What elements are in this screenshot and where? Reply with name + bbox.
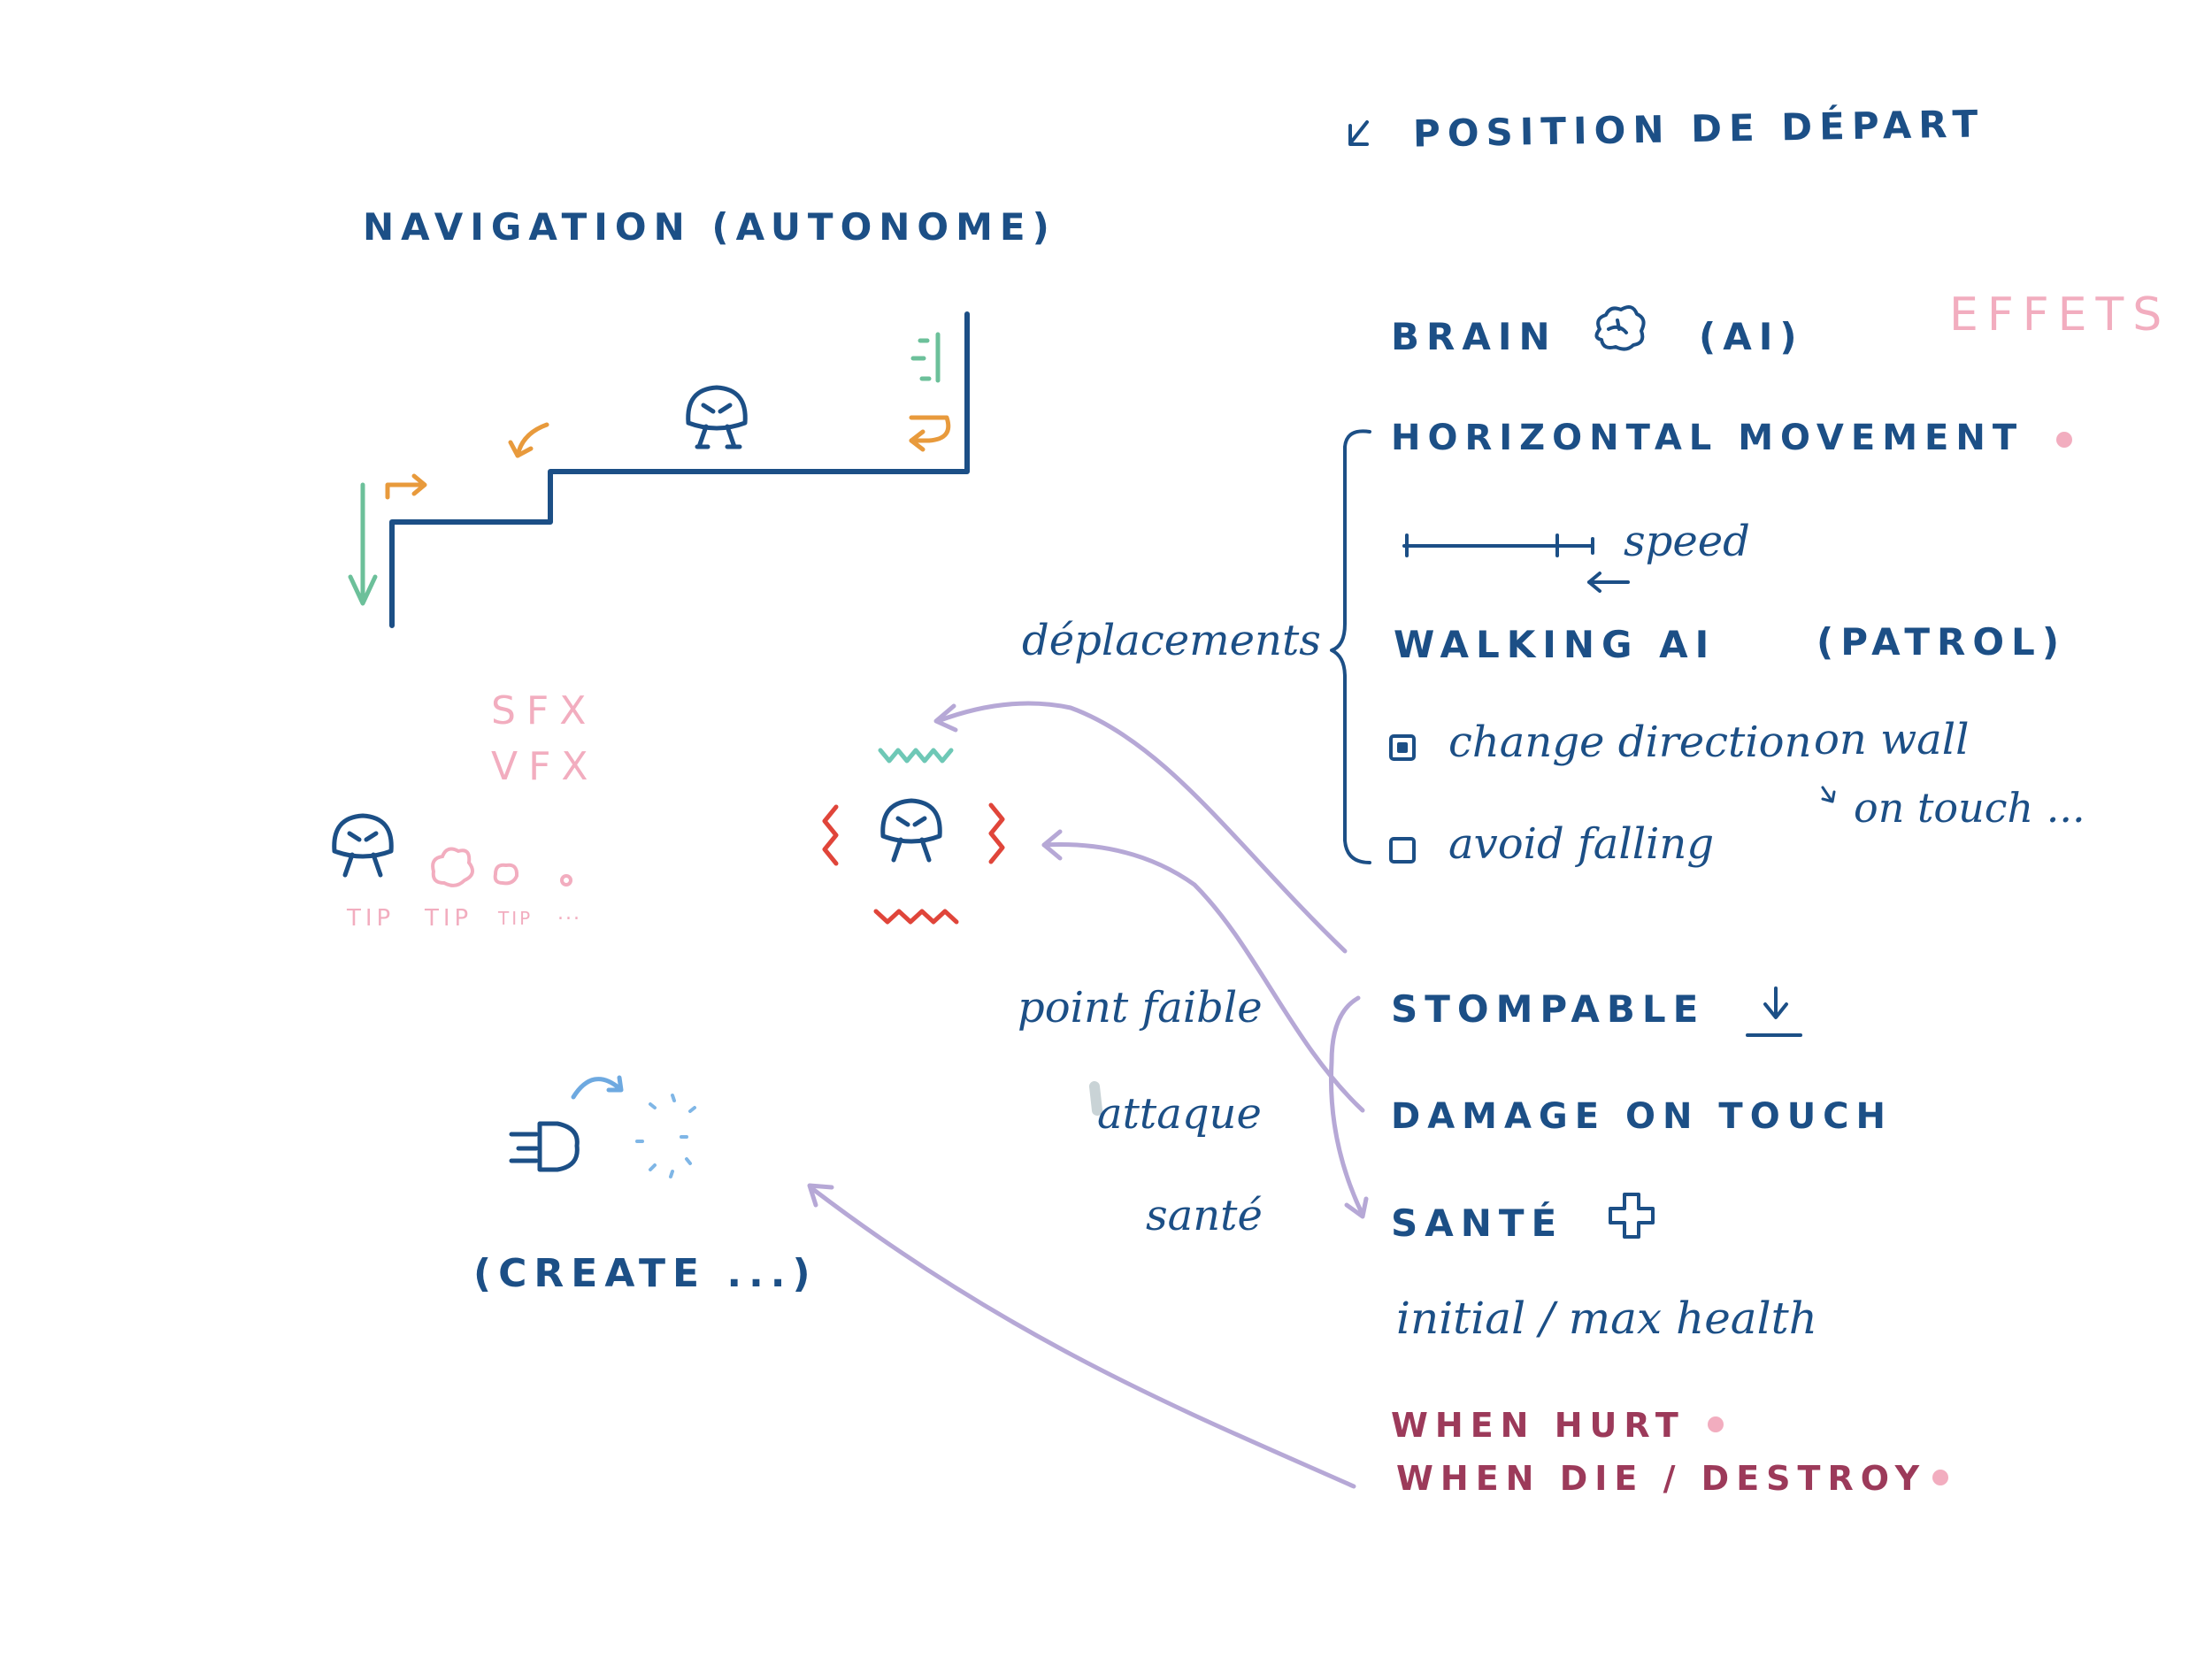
fall-arrow <box>348 482 378 606</box>
create-label: (CREATE ...) <box>473 1251 818 1296</box>
effects-title: EFFETS <box>1949 288 2171 342</box>
movement-brace <box>1330 429 1371 864</box>
when-die-title: WHEN DIE / DESTROY <box>1396 1459 1927 1498</box>
option-change-direction-label: change direction <box>1448 718 1812 767</box>
speed-slider <box>1402 533 1594 557</box>
attack-label: attaque <box>1097 1089 1262 1139</box>
effect-dots <box>1708 432 2072 1485</box>
arrow-stompable-to-enemy <box>935 701 1348 954</box>
hit-wave-right <box>988 802 1005 864</box>
arrow-stompable-to-health <box>1328 995 1365 1217</box>
relation-arrows <box>807 701 1369 1489</box>
sfx-label: SFX <box>491 688 597 733</box>
arrow-damage-to-enemy <box>1041 842 1365 1113</box>
tip-label-3: TIP <box>498 908 534 929</box>
health-side-label: santé <box>1146 1191 1263 1240</box>
smoke-puffs <box>431 847 572 887</box>
arrow-events-to-create <box>811 1187 1356 1489</box>
hit-wave-left <box>822 804 839 866</box>
vfx-label: VFX <box>491 744 599 789</box>
movement-side-label: déplacements <box>1022 616 1321 665</box>
speed-label: speed <box>1624 517 1750 566</box>
turn-arrow-wall <box>909 415 951 452</box>
weak-point-label: point faible <box>1018 983 1263 1032</box>
brain-title: BRAIN <box>1391 315 1557 358</box>
patrol-arrow <box>1587 572 1630 593</box>
health-cross-icon <box>1609 1193 1655 1239</box>
hit-wave-bottom <box>873 909 959 925</box>
health-detail-label: initial / max health <box>1396 1293 1817 1344</box>
on-touch-label: on touch ... <box>1854 784 2085 832</box>
enemy-character-effects <box>332 813 394 878</box>
effect-dot-hurt <box>1708 1416 1724 1432</box>
navigation-title: NAVIGATION (AUTONOME) <box>363 205 1056 249</box>
staircase-platform <box>389 311 970 628</box>
checkbox-change-direction <box>1389 734 1416 761</box>
spawner-icon <box>509 1121 580 1172</box>
turn-arrow-upper <box>508 422 549 458</box>
enemy-character-hit <box>880 798 942 863</box>
stompable-title: STOMPABLE <box>1391 987 1706 1031</box>
option-avoid-falling-label: avoid falling <box>1448 819 1715 869</box>
walking-ai-title: WALKING AI <box>1394 623 1717 666</box>
on-touch-arrow <box>1821 786 1836 803</box>
stomp-wave-top <box>878 748 954 764</box>
start-position-arrow <box>1348 120 1369 146</box>
horizontal-movement-title: HORIZONTAL MOVEMENT <box>1391 418 2024 458</box>
tip-label-2: TIP <box>425 905 473 932</box>
spawn-arrow <box>571 1075 624 1100</box>
tip-label-1: TIP <box>347 905 396 932</box>
eraser-mark <box>1089 1081 1102 1116</box>
effect-dot-horizontal <box>2056 432 2072 448</box>
effect-dot-die <box>1932 1470 1948 1485</box>
enemy-character-platform <box>686 385 748 449</box>
stomp-icon <box>1746 986 1802 1037</box>
tip-label-4: ... <box>557 902 581 925</box>
brain-icon <box>1594 304 1646 351</box>
brain-ai-label: (AI) <box>1699 315 1804 358</box>
on-wall-label: on wall <box>1814 715 1970 764</box>
turn-arrow-step <box>385 473 427 500</box>
damage-on-touch-title: DAMAGE ON TOUCH <box>1391 1096 1893 1137</box>
start-position-label: POSITION DE DÉPART <box>1412 102 1985 156</box>
checkbox-avoid-falling <box>1389 837 1416 864</box>
when-hurt-title: WHEN HURT <box>1391 1406 1686 1445</box>
patrol-label: (PATROL) <box>1816 620 2067 664</box>
health-title: SANTÉ <box>1391 1201 1564 1245</box>
wall-hit-marks <box>910 332 941 383</box>
spawn-particles <box>635 1094 696 1178</box>
